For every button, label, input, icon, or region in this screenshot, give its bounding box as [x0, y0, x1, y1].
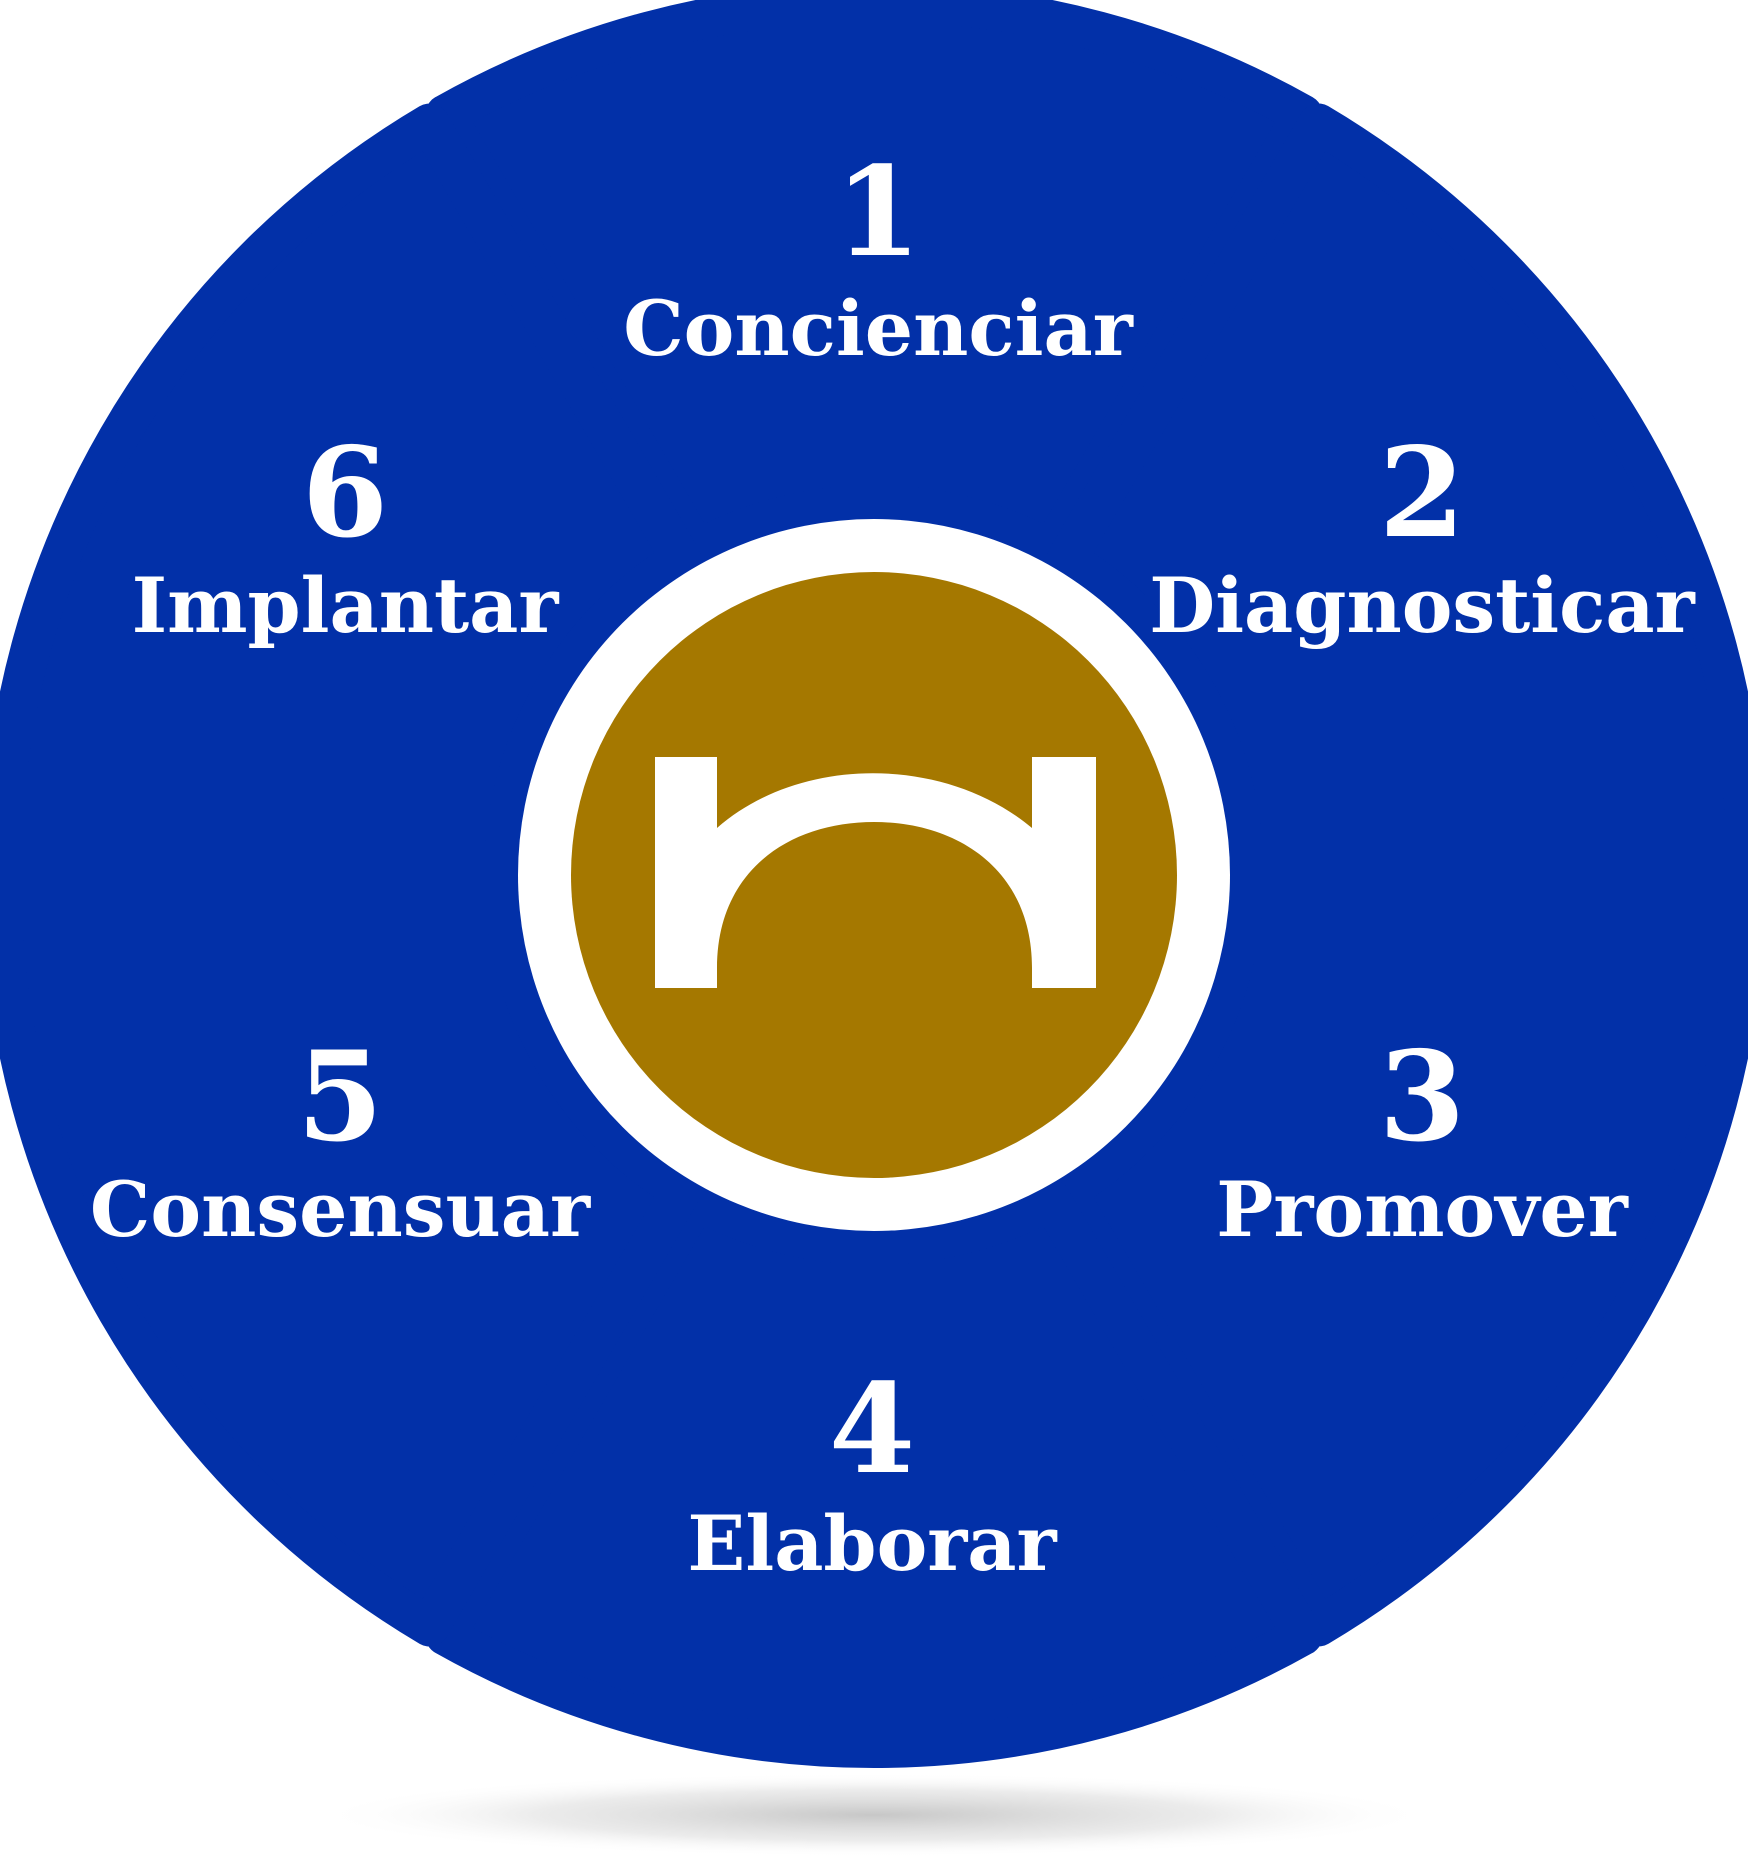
segment-5[interactable]: 5 Consensuar [0, 864, 702, 1647]
segment-5-shape [0, 864, 702, 1647]
segment-5-number: 5 [297, 1025, 383, 1170]
segment-2-label: Diagnosticar [1149, 561, 1695, 650]
arch-logo-icon [655, 757, 1096, 988]
segment-5-label: Consensuar [90, 1165, 591, 1254]
center-hub[interactable] [571, 572, 1177, 1178]
segment-2-number: 2 [1379, 421, 1465, 566]
segment-3[interactable]: 3 Promover [1046, 864, 1748, 1647]
segment-4-number: 4 [829, 1357, 915, 1502]
segment-1-shape [425, 0, 1323, 571]
segment-1-number: 1 [835, 140, 921, 285]
wheel-segments: 1 Concienciar 2 Diagnosticar 3 Promover … [0, 0, 1748, 1768]
segment-6-number: 6 [302, 421, 388, 566]
segment-6-shape [0, 103, 702, 886]
segment-3-shape [1046, 864, 1748, 1647]
segment-1-label: Concienciar [623, 284, 1134, 373]
segment-6[interactable]: 6 Implantar [0, 103, 702, 886]
segment-4[interactable]: 4 Elaborar [425, 1179, 1323, 1768]
segment-3-label: Promover [1216, 1165, 1629, 1254]
segment-4-shape [425, 1179, 1323, 1768]
drop-shadow [314, 1773, 1434, 1857]
segment-3-number: 3 [1379, 1025, 1465, 1170]
segment-1[interactable]: 1 Concienciar [425, 0, 1323, 571]
segment-6-label: Implantar [132, 561, 560, 650]
segment-2[interactable]: 2 Diagnosticar [1046, 103, 1748, 886]
segment-4-label: Elaborar [687, 1499, 1057, 1588]
segment-2-shape [1046, 103, 1748, 886]
